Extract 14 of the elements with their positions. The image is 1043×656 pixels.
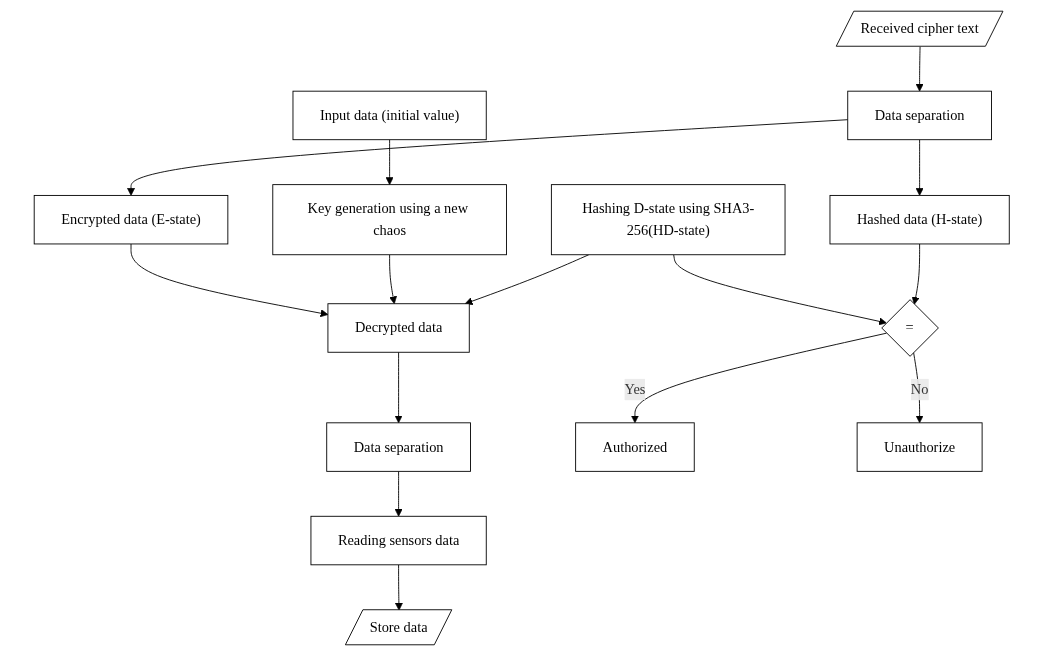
edge-label: No bbox=[910, 381, 929, 397]
node-box: Authorized bbox=[574, 422, 695, 472]
node-diamond: = bbox=[881, 299, 939, 357]
node-box: Reading sensors data bbox=[310, 515, 487, 566]
node-box: Hashing D-state using SHA3-256(HD-state) bbox=[550, 184, 786, 256]
node-box: Key generation using a new chaos bbox=[272, 184, 507, 256]
node-box: Unauthorize bbox=[856, 422, 983, 472]
node-box: Input data (initial value) bbox=[292, 90, 487, 141]
node-box: Hashed data (H-state) bbox=[829, 194, 1010, 245]
node-box: Data separation bbox=[847, 90, 992, 141]
node-box: Decrypted data bbox=[327, 303, 470, 353]
node-box: Encrypted data (E-state) bbox=[33, 194, 229, 245]
node-box: Data separation bbox=[326, 422, 471, 472]
edge-label: Yes bbox=[624, 381, 646, 397]
